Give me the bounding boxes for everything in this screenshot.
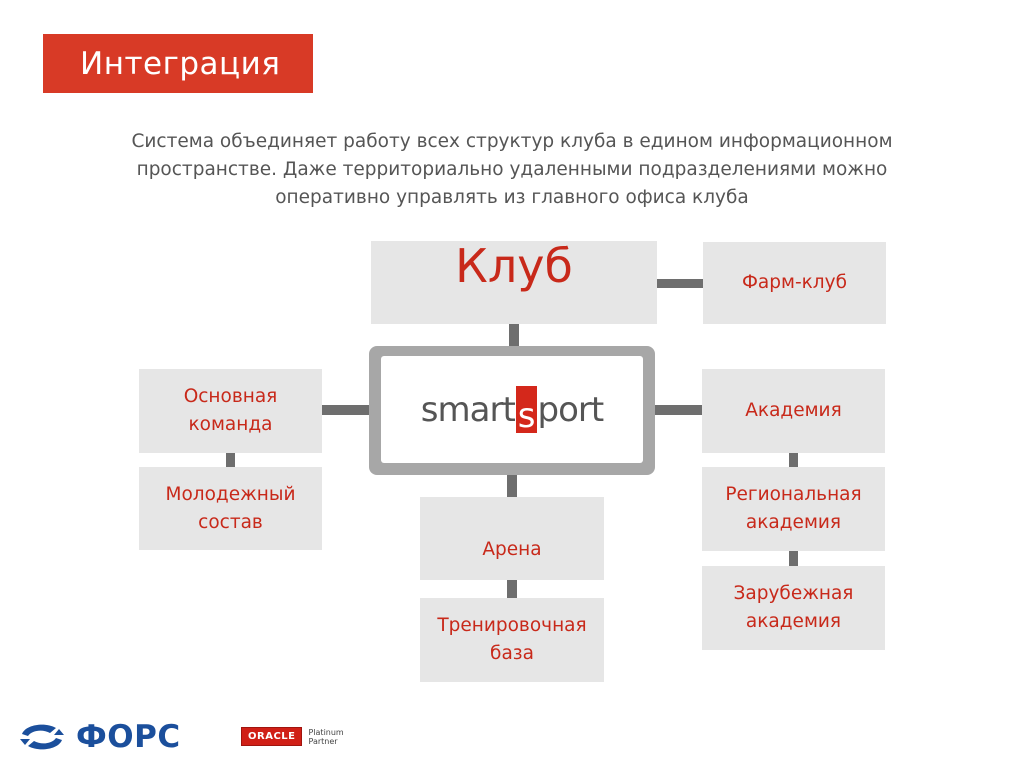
- node-training-base: Тренировочная база: [420, 598, 604, 682]
- logo-text-right: port: [537, 389, 605, 430]
- node-training-base-label-1: Тренировочная: [437, 615, 587, 636]
- node-arena-label: Арена: [482, 538, 542, 560]
- node-regional-academy-label-2: академия: [745, 512, 842, 533]
- node-farm-club: Фарм-клуб: [703, 242, 886, 324]
- smartsport-hub: smart s port: [369, 346, 655, 475]
- fors-swirl-icon: [20, 724, 64, 750]
- oracle-sub-line-2: Partner: [308, 736, 338, 746]
- logo-text-left: smart: [420, 389, 516, 430]
- connector-hub-main-team: [322, 405, 369, 415]
- node-regional-academy: Региональная академия: [702, 467, 885, 551]
- connector-main-youth: [226, 453, 235, 467]
- fors-wordmark: ФОРС: [76, 719, 181, 755]
- connector-academy-regional: [789, 453, 798, 467]
- connector-club-farm: [657, 279, 703, 288]
- node-club: Клуб: [371, 238, 657, 324]
- node-arena: Арена: [420, 497, 604, 580]
- connector-hub-academy: [655, 405, 702, 415]
- node-main-team-label-1: Основная: [183, 386, 278, 407]
- intro-line: пространстве. Даже территориально удален…: [136, 159, 888, 180]
- oracle-wordmark: ORACLE: [241, 727, 303, 746]
- node-youth: Молодежный состав: [139, 467, 322, 550]
- node-youth-label-2: состав: [198, 511, 263, 533]
- connector-arena-training: [507, 580, 517, 598]
- page-title: Интеграция: [80, 45, 281, 82]
- fors-logo: ФОРС: [16, 717, 181, 757]
- connector-regional-foreign: [789, 551, 798, 566]
- logo-s-block: s: [515, 386, 537, 436]
- node-foreign-academy-label-2: академия: [745, 611, 842, 632]
- title-banner: Интеграция: [43, 34, 313, 93]
- oracle-partner-logo: ORACLE Platinum Partner: [241, 727, 344, 746]
- node-main-team: Основная команда: [139, 369, 322, 453]
- node-academy: Академия: [702, 369, 885, 453]
- intro-text: Система объединяет работу всех структур …: [90, 128, 934, 212]
- node-regional-academy-label-1: Региональная: [725, 484, 862, 505]
- connector-hub-arena: [507, 475, 517, 497]
- intro-line: оперативно управлять из главного офиса к…: [275, 187, 749, 208]
- node-club-label: Клуб: [455, 238, 573, 293]
- node-academy-label: Академия: [745, 400, 842, 421]
- connector-club-hub: [509, 324, 519, 346]
- intro-line: Система объединяет работу всех структур …: [131, 131, 893, 152]
- oracle-sub-line-1: Platinum: [308, 727, 344, 737]
- node-main-team-label-2: команда: [188, 414, 273, 435]
- node-foreign-academy: Зарубежная академия: [702, 566, 885, 650]
- node-youth-label-1: Молодежный: [165, 483, 296, 505]
- node-farm-club-label: Фарм-клуб: [742, 272, 847, 293]
- node-training-base-label-2: база: [490, 643, 534, 664]
- node-foreign-academy-label-1: Зарубежная: [733, 583, 854, 604]
- smartsport-logo: smart s port: [381, 356, 643, 463]
